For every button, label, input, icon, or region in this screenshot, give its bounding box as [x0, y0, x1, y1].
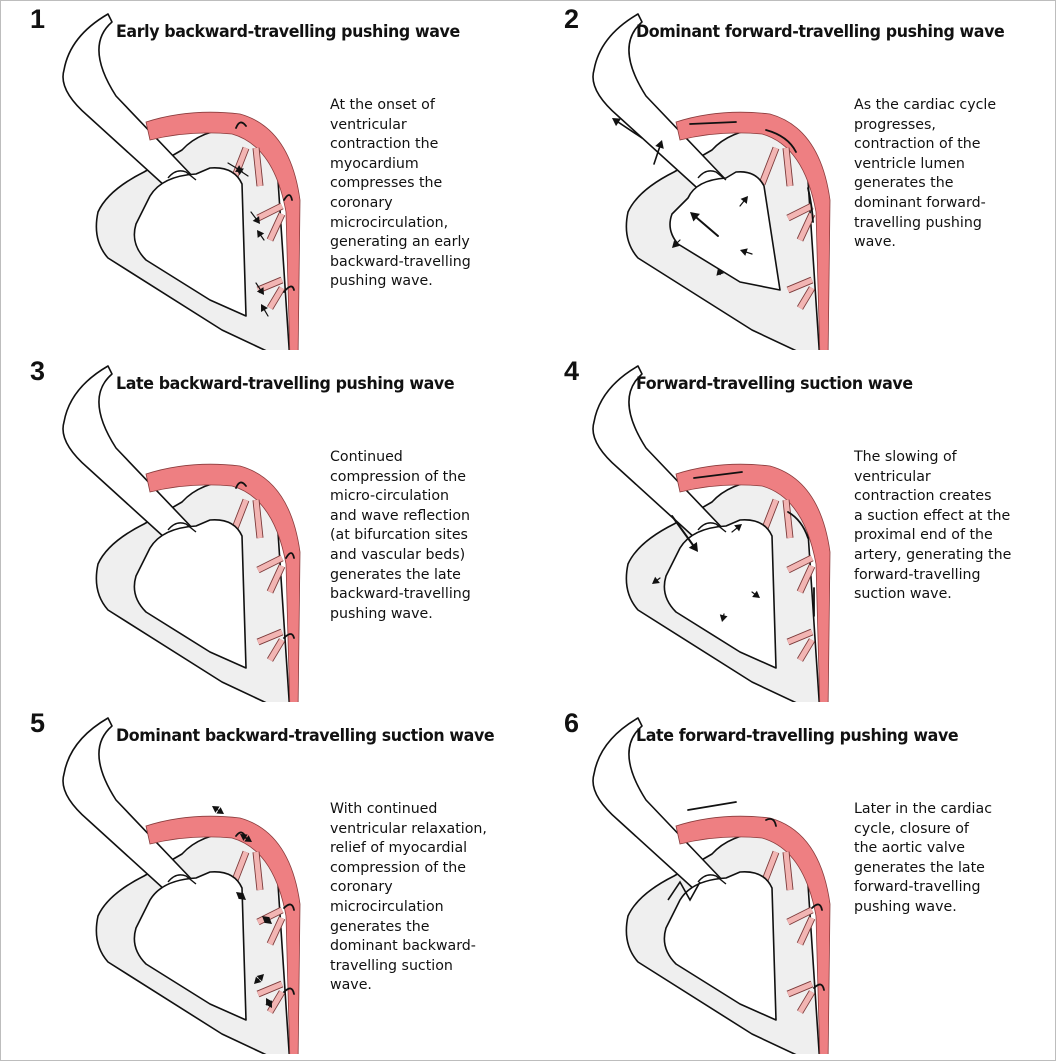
- aorta-vessel: [593, 366, 728, 548]
- aorta-vessel: [593, 718, 728, 900]
- heart-group: [63, 366, 300, 702]
- aorta-vessel: [63, 718, 198, 900]
- panel-number: 5: [30, 708, 45, 739]
- panel-description: Continued compression of the micro-circu…: [330, 448, 530, 624]
- panel-3: 3 Late backward-travelling pushing wave …: [0, 352, 528, 702]
- panel-description: With continued ventricular relaxation, r…: [330, 800, 530, 996]
- panel-number: 4: [564, 356, 579, 387]
- aorta-vessel: [63, 366, 198, 548]
- panel-title: Dominant backward-travelling suction wav…: [116, 726, 494, 745]
- heart-group: [593, 718, 830, 1054]
- panel-2: 2 Dominant forward-travelling pushing wa…: [528, 0, 1056, 350]
- panel-title: Forward-travelling suction wave: [636, 374, 913, 393]
- panel-description: As the cardiac cycle progresses, contrac…: [854, 96, 1054, 253]
- panel-description: Later in the cardiac cycle, closure of t…: [854, 800, 1054, 918]
- panel-number: 1: [30, 4, 45, 35]
- panel-number: 6: [564, 708, 579, 739]
- panel-title: Late backward-travelling pushing wave: [116, 374, 454, 393]
- heart-group: [63, 14, 300, 350]
- panel-6: 6 Late forward-travelling pushing wave L…: [528, 704, 1056, 1054]
- panel-description: The slowing of ventricular contraction c…: [854, 448, 1054, 605]
- aorta-vessel: [593, 14, 728, 196]
- panel-5: 5 Dominant backward-travelling suction w…: [0, 704, 528, 1054]
- panel-number: 3: [30, 356, 45, 387]
- flow-arrow-0: [688, 802, 736, 810]
- panel-description: At the onset of ventricular contraction …: [330, 96, 530, 292]
- panel-1: 1 Early backward-travelling pushing wave…: [0, 0, 528, 350]
- heart-group: [593, 14, 830, 350]
- panel-title: Dominant forward-travelling pushing wave: [636, 22, 1004, 41]
- heart-group: [593, 366, 830, 702]
- panel-number: 2: [564, 4, 579, 35]
- heart-group: [63, 718, 300, 1054]
- panel-title: Late forward-travelling pushing wave: [636, 726, 958, 745]
- panel-title: Early backward-travelling pushing wave: [116, 22, 460, 41]
- vessel-arrow-0-head: [612, 118, 621, 126]
- aorta-vessel: [63, 14, 198, 196]
- panel-4: 4 Forward-travelling suction wave The sl…: [528, 352, 1056, 702]
